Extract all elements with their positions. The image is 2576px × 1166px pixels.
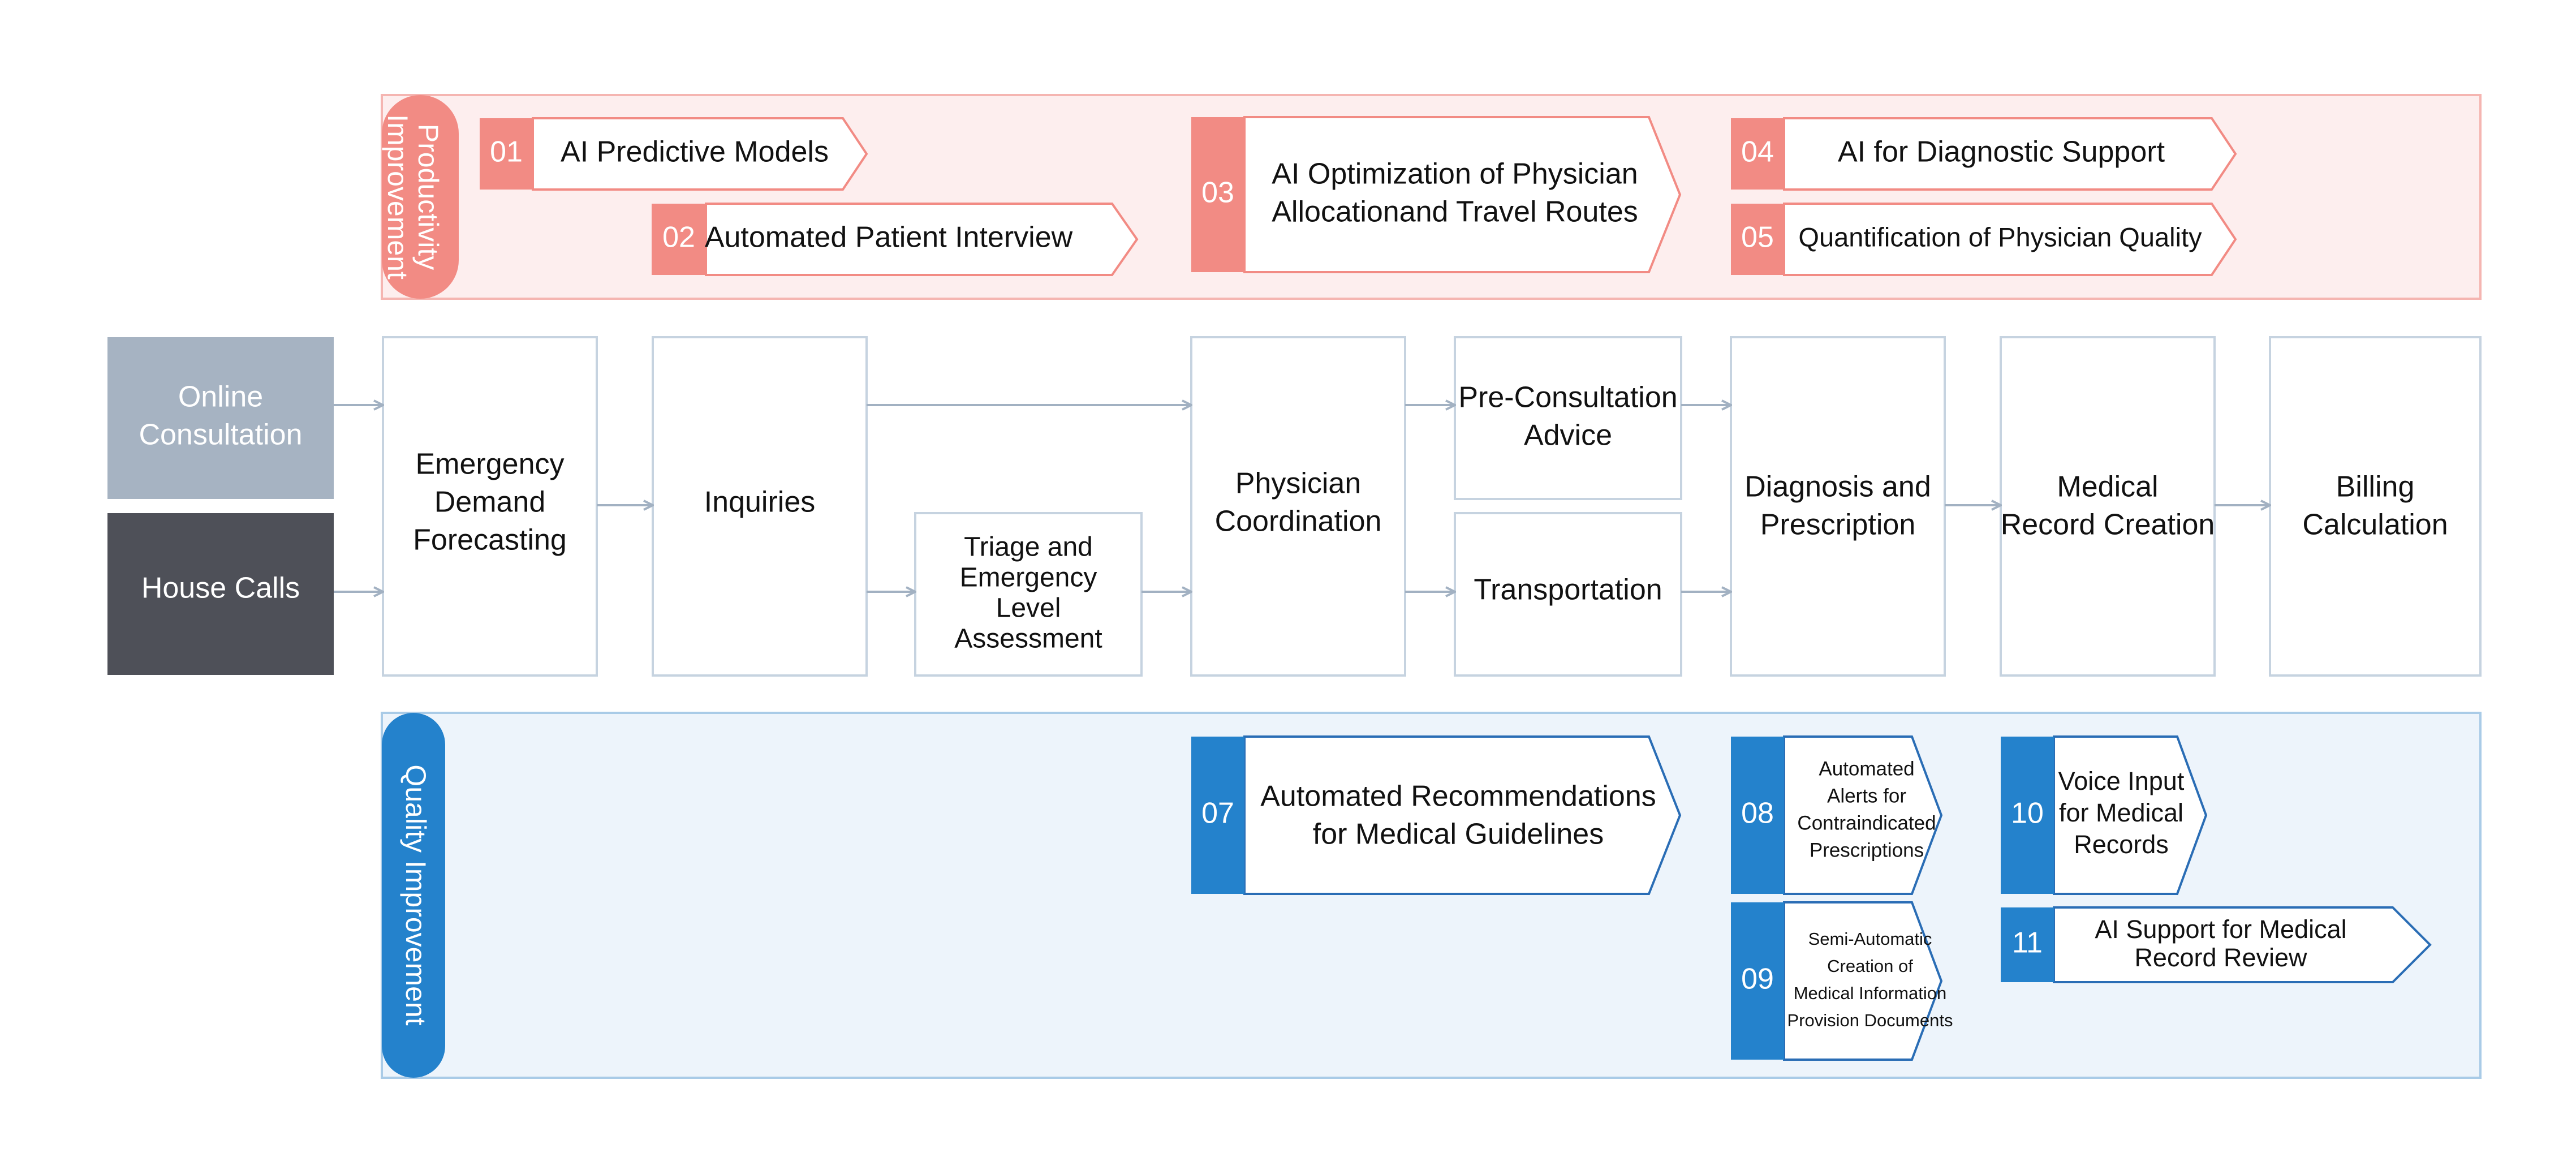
improvement-07-number: 07 bbox=[1201, 797, 1234, 830]
diagnosis-line1: Diagnosis and bbox=[1744, 471, 1931, 504]
improvement-07: 07 Automated Recommendations for Medical… bbox=[1191, 735, 1682, 895]
improvement-10-line3: Records bbox=[2074, 830, 2169, 859]
step-transportation: Transportation bbox=[1454, 512, 1682, 677]
emergency-demand-line2: Demand bbox=[434, 486, 546, 519]
physician-coordination-line1: Physician bbox=[1235, 467, 1362, 500]
emergency-demand-line3: Forecasting bbox=[413, 524, 567, 557]
productivity-label-line1: Productivity bbox=[412, 124, 444, 270]
online-consultation-line1: Online bbox=[178, 381, 263, 414]
step-billing-calculation: Billing Calculation bbox=[2269, 336, 2482, 677]
improvement-03-line1: AI Optimization of Physician bbox=[1272, 158, 1638, 191]
step-inquiries: Inquiries bbox=[652, 336, 868, 677]
inquiries-label: Inquiries bbox=[704, 486, 816, 519]
pre-consultation-line1: Pre-Consultation bbox=[1458, 381, 1677, 414]
improvement-04: 04 AI for Diagnostic Support bbox=[1731, 117, 2237, 191]
online-consultation-line2: Consultation bbox=[139, 419, 302, 451]
improvement-08-line3: Contraindicated bbox=[1797, 812, 1936, 834]
triage-line2: Emergency bbox=[960, 563, 1097, 593]
diagnosis-line2: Prescription bbox=[1760, 509, 1916, 541]
improvement-04-number: 04 bbox=[1741, 136, 1774, 169]
improvement-02: 02 Automated Patient Interview bbox=[652, 203, 1139, 276]
step-physician-coordination: Physician Coordination bbox=[1190, 336, 1406, 677]
improvement-08-line4: Prescriptions bbox=[1810, 839, 1924, 861]
improvement-08-line1: Automated bbox=[1819, 758, 1914, 780]
improvement-09-line3: Medical Information bbox=[1794, 983, 1947, 1003]
triage-line1: Triage and bbox=[964, 532, 1093, 562]
improvement-09-line4: Provision Documents bbox=[1787, 1010, 1953, 1030]
improvement-05-number: 05 bbox=[1741, 221, 1774, 254]
step-triage: Triage and Emergency Level Assessment bbox=[914, 512, 1143, 677]
step-emergency-demand-forecasting: Emergency Demand Forecasting bbox=[382, 336, 598, 677]
improvement-03-line2: Allocationand Travel Routes bbox=[1272, 196, 1638, 229]
source-online-consultation: Online Consultation bbox=[107, 337, 334, 499]
improvement-08-line2: Alerts for bbox=[1827, 785, 1906, 807]
productivity-label-line2: Improvement bbox=[382, 114, 413, 279]
quality-tag bbox=[382, 713, 445, 1078]
flow-arrows bbox=[334, 405, 2270, 592]
improvement-11-line1: AI Support for Medical bbox=[2095, 915, 2346, 944]
physician-coordination-line2: Coordination bbox=[1215, 505, 1382, 538]
improvement-07-line2: for Medical Guidelines bbox=[1313, 818, 1604, 851]
improvement-10-number: 10 bbox=[2011, 797, 2044, 830]
improvement-09: 09 Semi-Automatic Creation of Medical In… bbox=[1731, 901, 1953, 1061]
improvement-03-number: 03 bbox=[1201, 177, 1234, 209]
improvement-02-number: 02 bbox=[662, 221, 695, 254]
improvement-11: 11 AI Support for Medical Record Review bbox=[2001, 906, 2432, 983]
step-pre-consultation-advice: Pre-Consultation Advice bbox=[1454, 336, 1682, 500]
house-calls-label: House Calls bbox=[141, 572, 300, 605]
improvement-09-line2: Creation of bbox=[1827, 956, 1913, 976]
improvement-08: 08 Automated Alerts for Contraindicated … bbox=[1731, 735, 1943, 895]
improvement-09-line1: Semi-Automatic bbox=[1808, 929, 1932, 949]
medical-record-line1: Medical bbox=[2057, 471, 2158, 504]
improvement-05-label: Quantification of Physician Quality bbox=[1798, 222, 2202, 252]
improvement-09-number: 09 bbox=[1741, 963, 1774, 996]
improvement-04-label: AI for Diagnostic Support bbox=[1838, 136, 2165, 169]
step-diagnosis-prescription: Diagnosis and Prescription bbox=[1730, 336, 1946, 677]
improvement-10-line1: Voice Input bbox=[2058, 767, 2185, 795]
improvement-03: 03 AI Optimization of Physician Allocati… bbox=[1191, 116, 1682, 273]
improvement-07-line1: Automated Recommendations bbox=[1260, 780, 1656, 813]
medical-record-line2: Record Creation bbox=[2001, 509, 2215, 541]
step-medical-record-creation: Medical Record Creation bbox=[2000, 336, 2216, 677]
improvement-01: 01 AI Predictive Models bbox=[480, 117, 868, 191]
productivity-tag bbox=[382, 95, 459, 299]
improvement-10: 10 Voice Input for Medical Records bbox=[2001, 735, 2208, 895]
emergency-demand-line1: Emergency bbox=[416, 448, 565, 481]
improvement-05: 05 Quantification of Physician Quality bbox=[1731, 203, 2237, 276]
triage-line4: Assessment bbox=[954, 624, 1102, 654]
improvement-10-line2: for Medical bbox=[2059, 798, 2183, 827]
pre-consultation-line2: Advice bbox=[1524, 419, 1612, 452]
improvement-01-number: 01 bbox=[490, 136, 523, 169]
improvement-11-number: 11 bbox=[2012, 927, 2043, 960]
source-house-calls: House Calls bbox=[107, 513, 334, 675]
improvement-01-label: AI Predictive Models bbox=[561, 136, 829, 169]
quality-label: Quality Improvement bbox=[400, 764, 432, 1025]
triage-line3: Level bbox=[996, 593, 1061, 623]
improvement-02-label: Automated Patient Interview bbox=[705, 221, 1073, 254]
transportation-label: Transportation bbox=[1474, 574, 1662, 606]
improvement-11-line2: Record Review bbox=[2134, 943, 2307, 972]
billing-line1: Billing bbox=[2336, 471, 2415, 504]
improvement-08-number: 08 bbox=[1741, 797, 1774, 830]
billing-line2: Calculation bbox=[2302, 509, 2448, 541]
